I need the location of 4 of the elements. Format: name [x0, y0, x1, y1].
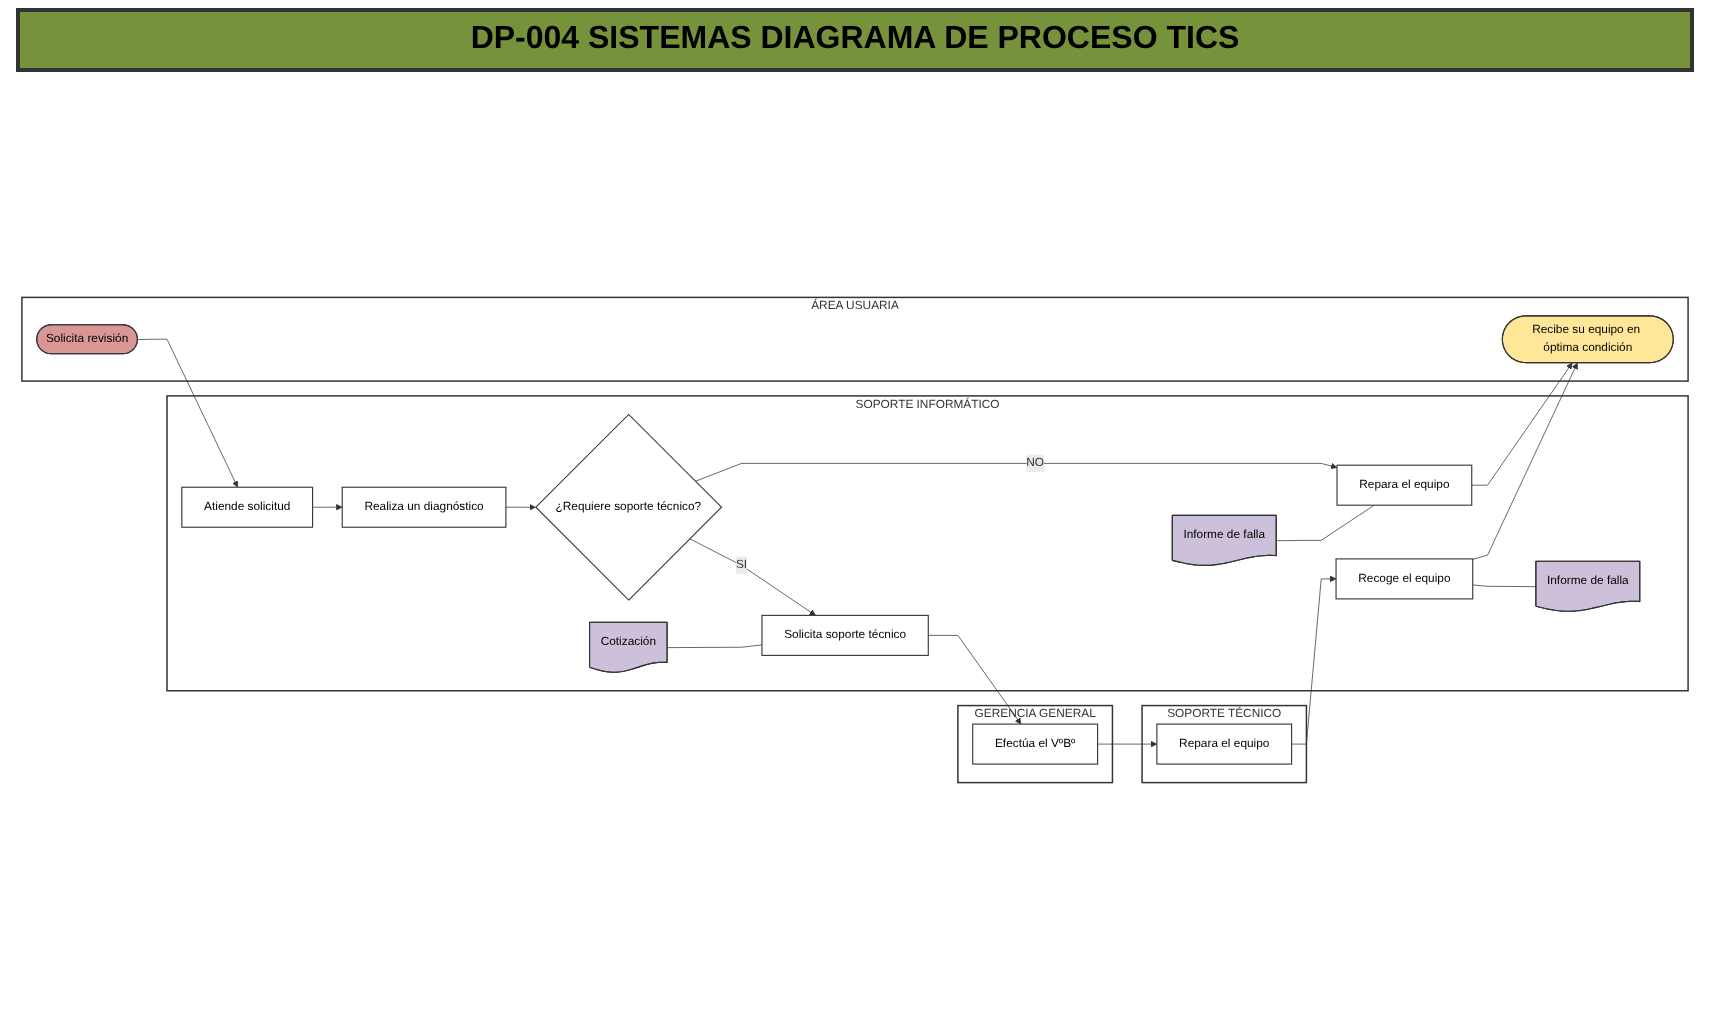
- connector: [1276, 504, 1375, 542]
- diagram-title: DP-004 SISTEMAS DIAGRAMA DE PROCESO TICS: [16, 8, 1694, 72]
- connector: [667, 644, 763, 648]
- connector: [1472, 584, 1537, 588]
